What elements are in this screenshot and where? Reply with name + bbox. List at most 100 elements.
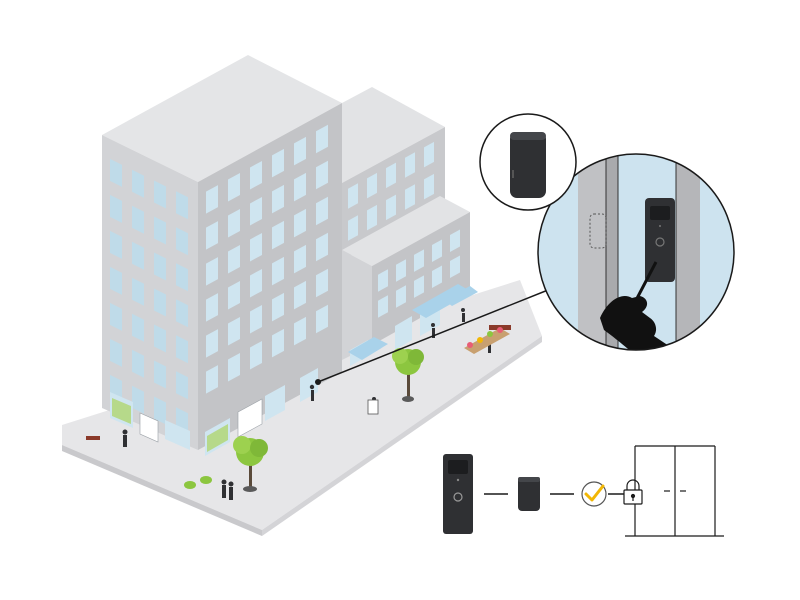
window — [294, 244, 306, 274]
window — [272, 328, 284, 358]
window — [154, 252, 166, 281]
window — [154, 216, 166, 245]
detail-callout — [479, 113, 735, 351]
intercom-device-icon — [645, 198, 675, 282]
window — [176, 263, 188, 292]
window — [132, 169, 144, 198]
window — [294, 280, 306, 310]
window — [250, 160, 262, 190]
window — [206, 221, 218, 250]
screwdriver-hand-icon — [600, 261, 690, 350]
intercom-device-icon — [443, 454, 473, 534]
window — [206, 293, 218, 322]
checkmark-icon — [581, 481, 607, 507]
callout-connector — [315, 289, 549, 385]
window — [250, 196, 262, 226]
window — [316, 124, 328, 154]
window — [367, 204, 377, 231]
window — [316, 304, 328, 334]
window — [176, 191, 188, 220]
window — [110, 338, 122, 367]
window — [132, 385, 144, 414]
window — [294, 172, 306, 202]
window — [228, 245, 240, 274]
window — [154, 180, 166, 209]
building — [102, 55, 478, 456]
hidden-sensor-outline — [589, 213, 607, 249]
tower-right-windows — [206, 124, 328, 394]
window — [154, 324, 166, 353]
window — [378, 269, 388, 292]
sidewalk — [62, 280, 542, 536]
window — [110, 266, 122, 295]
window — [386, 162, 396, 189]
street-details — [86, 308, 511, 500]
window — [154, 288, 166, 317]
window — [132, 277, 144, 306]
window — [272, 148, 284, 178]
window — [272, 256, 284, 286]
window — [176, 299, 188, 328]
window — [405, 184, 415, 210]
awnings — [348, 284, 478, 360]
window — [424, 173, 434, 200]
sensor-module-icon — [510, 132, 546, 198]
window — [206, 185, 218, 214]
window — [316, 232, 328, 262]
window — [348, 215, 358, 241]
window — [378, 295, 388, 318]
window — [110, 194, 122, 223]
window — [348, 183, 358, 209]
window — [316, 268, 328, 298]
window — [432, 239, 442, 262]
window — [272, 292, 284, 322]
window — [396, 285, 406, 308]
window — [250, 232, 262, 262]
tree-icon — [233, 436, 268, 492]
window — [450, 229, 460, 253]
flower-stall-icon — [464, 327, 510, 354]
window — [386, 194, 396, 221]
padlock-icon — [623, 479, 643, 505]
window — [432, 265, 442, 288]
window — [228, 209, 240, 238]
sensor-module-icon — [518, 477, 540, 511]
window — [132, 205, 144, 234]
window — [206, 365, 218, 394]
window — [424, 141, 434, 168]
tree-icon — [392, 348, 424, 402]
window — [405, 152, 415, 178]
middle-block-windows — [348, 141, 434, 241]
window — [250, 268, 262, 298]
window — [294, 208, 306, 238]
window — [450, 255, 460, 279]
window — [110, 302, 122, 331]
window — [294, 136, 306, 166]
window — [228, 317, 240, 346]
window — [316, 196, 328, 226]
window — [206, 329, 218, 358]
window — [414, 249, 424, 272]
lower-wing-windows — [378, 229, 460, 318]
window — [316, 160, 328, 190]
window — [176, 227, 188, 256]
window — [414, 275, 424, 298]
window — [132, 241, 144, 270]
window — [228, 353, 240, 382]
window — [367, 172, 377, 199]
process-flow — [443, 445, 724, 537]
tower-left-face — [102, 135, 198, 450]
window — [176, 335, 188, 364]
tower-roof — [102, 55, 342, 182]
window — [132, 313, 144, 342]
window — [110, 158, 122, 187]
install-point-marker — [315, 379, 321, 385]
window — [176, 371, 188, 400]
bench-icon — [86, 436, 100, 440]
window — [110, 230, 122, 259]
window — [294, 316, 306, 346]
sign-board-icon — [367, 399, 379, 415]
window — [250, 304, 262, 334]
